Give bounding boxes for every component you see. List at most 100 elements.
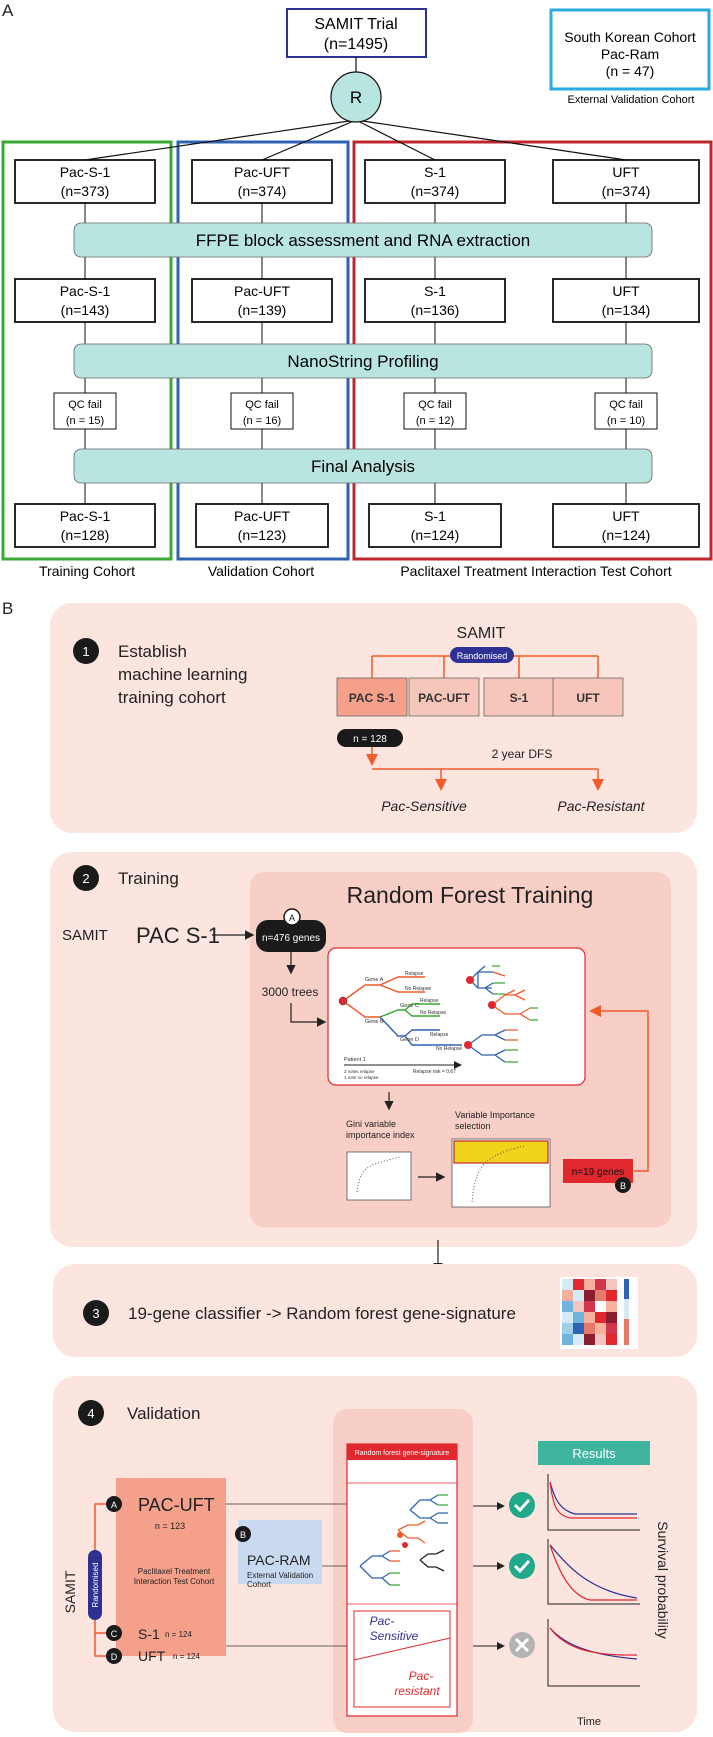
- qc-count: (n = 10): [607, 415, 645, 427]
- gini-plot: [346, 1151, 412, 1201]
- badge-c: C: [111, 1629, 118, 1639]
- step1-number: 1: [82, 644, 89, 659]
- patient-label: Patient 1: [344, 1057, 366, 1063]
- uft-label: UFT: [138, 1648, 166, 1664]
- randomised-label: Randomised: [457, 651, 508, 661]
- arm-label: UFT: [576, 691, 600, 705]
- ffpe-bar-label: FFPE block assessment and RNA extraction: [196, 231, 530, 250]
- n128-badge: [337, 729, 403, 747]
- check-icon: [509, 1492, 535, 1518]
- arm-box-pac-s1-rna: [14, 278, 156, 323]
- relapse-label: Relapse: [420, 998, 439, 1004]
- panel-b-label: B: [2, 599, 13, 618]
- gene-d-label: Gene D: [400, 1037, 419, 1043]
- ext-caption: External Validation Cohort: [568, 94, 695, 106]
- step1-title-l2: machine learning: [118, 665, 247, 684]
- n19-genes-label: n=19 genes: [572, 1167, 625, 1178]
- step3-number-badge: [83, 1300, 109, 1326]
- genes-badge: [256, 920, 326, 952]
- step4-title: Validation: [127, 1404, 200, 1423]
- root-node-icon: [338, 996, 348, 1006]
- forest-illustration: [327, 947, 586, 1086]
- survival-probability-label: Survival probability: [655, 1521, 671, 1639]
- arm-name: Pac-S-1: [60, 283, 111, 299]
- check-icon: [509, 1553, 535, 1579]
- tree-node-icon: [488, 1001, 496, 1009]
- gene-c-label: Gene C: [400, 1003, 419, 1009]
- tree-node-icon: [466, 976, 474, 984]
- km-plot-3: [547, 1619, 640, 1687]
- pac-ram-block: [238, 1520, 322, 1584]
- step2-number-badge: [73, 865, 99, 891]
- badge-b: B: [620, 1181, 626, 1191]
- badge-d-circle: [106, 1648, 122, 1664]
- pac-resistant-l2: resistant: [394, 1684, 440, 1698]
- arm-name: UFT: [612, 508, 640, 524]
- arm-count: (n=134): [602, 302, 651, 318]
- s1-label: S-1: [138, 1626, 160, 1642]
- arm-count: (n=123): [238, 527, 287, 543]
- qc-label: QC fail: [418, 399, 452, 411]
- test-cohort-label: Paclitaxel Treatment Interaction Test Co…: [400, 563, 671, 579]
- arm-box-pac-s1-final: [14, 503, 156, 548]
- arm-count: (n=143): [61, 302, 110, 318]
- interaction-cohort-block: [116, 1478, 226, 1656]
- signature-trees-icon: [359, 1494, 448, 1586]
- randomised-pill-vertical: [88, 1550, 102, 1620]
- votes-label: 2 votes relapse: [344, 1069, 375, 1074]
- qc-count: (n = 16): [243, 415, 281, 427]
- arm-name: Pac-UFT: [234, 283, 290, 299]
- cohort-label-l1: Paclitaxel Treatment: [138, 1567, 211, 1576]
- step1-card: [50, 603, 697, 833]
- signature-title: Random forest gene-signature: [355, 1450, 450, 1457]
- dfs-label: 2 year DFS: [492, 747, 553, 761]
- ext-line3: (n = 47): [606, 63, 655, 79]
- step3-number: 3: [92, 1306, 99, 1321]
- tree-node-icon: [397, 1532, 403, 1538]
- results-header: [538, 1441, 650, 1465]
- badge-a-circle: [106, 1496, 122, 1512]
- panel-a-label: A: [2, 1, 14, 20]
- votes-label: 1 vote no relapse: [344, 1075, 379, 1080]
- final-analysis-bar: [73, 448, 653, 484]
- badge-a: A: [111, 1500, 117, 1510]
- arm-count: (n=374): [238, 183, 287, 199]
- ffpe-bar: [73, 222, 653, 258]
- arm-name: Pac-S-1: [60, 164, 111, 180]
- cohort-label-l2: Interaction Test Cohort: [134, 1577, 215, 1586]
- gini-label-l2: importance index: [346, 1130, 415, 1140]
- step1-title-l3: training cohort: [118, 688, 226, 707]
- n124-label: n = 124: [173, 1652, 200, 1661]
- nanostring-bar: [73, 343, 653, 379]
- final-analysis-bar-label: Final Analysis: [311, 457, 415, 476]
- randomised-vertical-label: Randomised: [91, 1563, 100, 1608]
- pac-sensitive-label: Pac-Sensitive: [381, 798, 467, 814]
- arm-box-pac-s1-initial: [14, 159, 156, 204]
- arm-name: UFT: [612, 283, 640, 299]
- relapse-label: Relapse: [405, 971, 424, 977]
- pac-ram-label: PAC-RAM: [247, 1552, 311, 1568]
- arm-count: (n=136): [411, 302, 460, 318]
- step4-number-badge: [78, 1400, 104, 1426]
- arm-name: Pac-UFT: [234, 508, 290, 524]
- arm-count: (n=124): [411, 527, 460, 543]
- qc-count: (n = 12): [416, 415, 454, 427]
- training-cohort-label: Training Cohort: [39, 563, 135, 579]
- pac-resistant-label: Pac-Resistant: [557, 798, 645, 814]
- relapse-label: Relapse: [430, 1032, 449, 1038]
- badge-a: A: [289, 913, 295, 923]
- step1-arm-pac-s1: [336, 677, 408, 717]
- pac-resistant-l1: Pac-: [409, 1669, 434, 1683]
- gene-a-label: Gene A: [365, 977, 384, 983]
- trees-label: 3000 trees: [262, 985, 319, 999]
- genes-label: n=476 genes: [262, 933, 320, 944]
- arm-count: (n=374): [602, 183, 651, 199]
- qc-label: QC fail: [609, 399, 643, 411]
- ext-line2: Pac-Ram: [601, 46, 659, 62]
- step2-pac-s1: PAC S-1: [136, 923, 220, 948]
- time-label: Time: [577, 1716, 601, 1728]
- qc-label: QC fail: [68, 399, 102, 411]
- selection-highlight: [453, 1140, 549, 1164]
- tree-node-icon: [402, 1542, 408, 1548]
